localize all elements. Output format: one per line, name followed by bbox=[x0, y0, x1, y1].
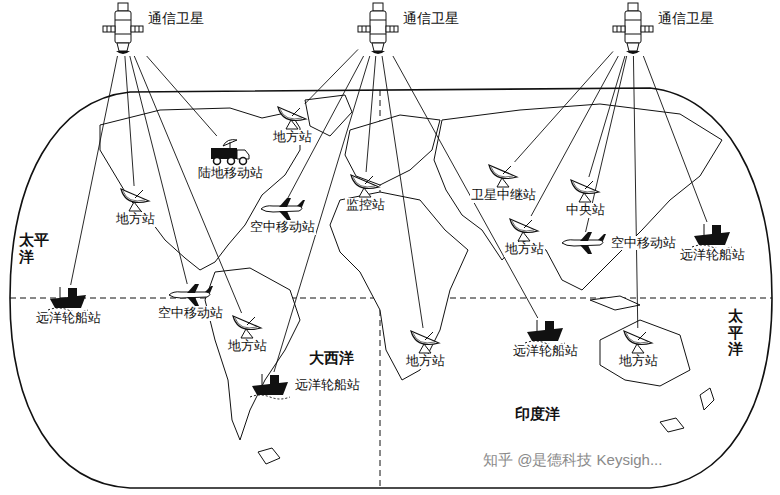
plane-icon bbox=[560, 232, 606, 254]
dish-icon bbox=[507, 216, 541, 242]
station-label: 监控站 bbox=[345, 198, 386, 213]
station-label: 远洋轮船站 bbox=[35, 311, 102, 326]
dish-icon bbox=[118, 186, 152, 212]
station-label: 通信卫星 bbox=[657, 10, 715, 26]
plane-icon bbox=[167, 284, 213, 306]
station-label: 陆地移动站 bbox=[197, 166, 264, 181]
station-label: 地方站 bbox=[504, 242, 545, 257]
ship-station: 远洋轮船站 bbox=[512, 318, 579, 359]
station-label: 远洋轮船站 bbox=[512, 344, 579, 359]
dish-station: 中央站 bbox=[565, 177, 606, 218]
satellite-icon bbox=[358, 2, 398, 56]
signal-link bbox=[125, 56, 134, 186]
indonesia bbox=[590, 296, 640, 310]
dish-icon bbox=[486, 162, 520, 188]
satellite-icon bbox=[103, 2, 143, 56]
signal-link bbox=[382, 56, 423, 328]
plane-station: 空中移动站 bbox=[157, 284, 224, 321]
dish-station: 地方站 bbox=[504, 216, 545, 257]
station-label: 中央站 bbox=[565, 203, 606, 218]
plane-station: 空中移动站 bbox=[560, 232, 677, 254]
station-label: 空中移动站 bbox=[610, 236, 677, 251]
signal-link bbox=[305, 49, 358, 104]
dish-icon bbox=[275, 104, 309, 130]
signal-link bbox=[134, 56, 241, 313]
dish-station: 地方站 bbox=[115, 186, 156, 227]
dish-icon bbox=[408, 328, 442, 354]
station-label: 地方站 bbox=[405, 354, 446, 369]
dish-station: 地方站 bbox=[227, 313, 268, 354]
station-label: 空中移动站 bbox=[249, 220, 316, 235]
station-label: 通信卫星 bbox=[402, 10, 460, 26]
dish-station: 地方站 bbox=[272, 104, 313, 145]
truck-icon bbox=[209, 136, 251, 166]
station-label: 地方站 bbox=[115, 212, 156, 227]
ship-icon bbox=[48, 285, 88, 311]
station-label: 地方站 bbox=[227, 339, 268, 354]
satellite-station: 通信卫星 bbox=[103, 2, 205, 56]
dish-station: 卫星中继站 bbox=[470, 162, 537, 203]
signal-link bbox=[393, 56, 538, 318]
ship-station: 远洋轮船站 bbox=[35, 285, 102, 326]
satellite-station: 通信卫星 bbox=[358, 2, 460, 56]
dish-icon bbox=[230, 313, 264, 339]
dish-icon bbox=[621, 328, 655, 354]
signal-link bbox=[71, 56, 118, 285]
plane-icon bbox=[259, 198, 305, 220]
ship-station: 远洋轮船站 bbox=[250, 372, 361, 398]
ship-icon bbox=[525, 318, 565, 344]
signal-link bbox=[643, 56, 707, 222]
dish-icon bbox=[568, 177, 602, 203]
satellite-icon bbox=[613, 2, 653, 56]
station-label: 地方站 bbox=[272, 130, 313, 145]
ocean-label: 大西洋 bbox=[308, 350, 355, 367]
dish-station: 地方站 bbox=[618, 328, 659, 369]
ocean-label: 太平洋 bbox=[727, 308, 744, 358]
station-label: 通信卫星 bbox=[147, 10, 205, 26]
antarctic-islands bbox=[660, 418, 684, 432]
ship-icon bbox=[692, 222, 732, 248]
dish-station: 监控站 bbox=[345, 172, 386, 213]
signal-link bbox=[633, 56, 637, 328]
antarctic-islands bbox=[258, 448, 280, 464]
south-america bbox=[205, 268, 300, 440]
ocean-label: 印度洋 bbox=[514, 406, 561, 423]
signal-link bbox=[274, 56, 370, 372]
new-zealand bbox=[700, 388, 714, 410]
watermark: 知乎 @是德科技 Keysigh... bbox=[482, 452, 663, 469]
map-outline bbox=[10, 88, 772, 488]
station-label: 远洋轮船站 bbox=[294, 378, 361, 393]
station-label: 卫星中继站 bbox=[470, 188, 537, 203]
australia bbox=[600, 320, 690, 386]
station-label: 空中移动站 bbox=[157, 306, 224, 321]
truck-station: 陆地移动站 bbox=[197, 136, 264, 181]
ocean-label: 太平洋 bbox=[18, 232, 50, 265]
station-label: 远洋轮船站 bbox=[679, 248, 746, 263]
signal-link bbox=[589, 56, 625, 177]
station-label: 地方站 bbox=[618, 354, 659, 369]
signal-link bbox=[366, 56, 376, 172]
ship-station: 远洋轮船站 bbox=[679, 222, 746, 263]
plane-station: 空中移动站 bbox=[249, 198, 316, 235]
signal-link bbox=[147, 56, 217, 136]
dish-station: 地方站 bbox=[405, 328, 446, 369]
signal-link bbox=[130, 56, 187, 284]
signal-link bbox=[531, 56, 618, 216]
dish-icon bbox=[348, 172, 382, 198]
satellite-station: 通信卫星 bbox=[613, 2, 715, 56]
ship-icon bbox=[250, 372, 290, 398]
